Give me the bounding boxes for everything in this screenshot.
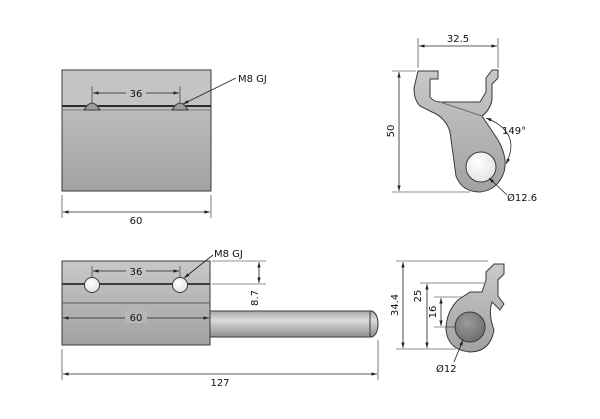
offset-label: 8.7 — [250, 290, 261, 306]
bracket-crease — [439, 101, 483, 117]
top-right-view: 32.5 50 149° Ø12.6 — [386, 34, 537, 204]
thread-leader — [182, 77, 237, 105]
bolt-hole-left — [84, 277, 100, 293]
block-width-label: 60 — [130, 313, 143, 324]
bottom-left-view: 36 M8 GJ 60 8.7 127 — [61, 249, 379, 389]
hole-label: Ø12.6 — [507, 192, 537, 204]
pin-tip — [369, 310, 379, 338]
bracket-height-label: 50 — [386, 125, 397, 138]
angle-label: 149° — [502, 126, 526, 137]
middle-label: 25 — [413, 290, 424, 303]
thread-leader-lower — [183, 254, 214, 279]
angle-arc — [485, 117, 512, 165]
pin-label: Ø12 — [436, 363, 457, 375]
hole-spacing-label: 36 — [130, 267, 143, 278]
top-left-view: 36 M8 GJ 60 — [61, 69, 267, 227]
bottom-right-view: 34.4 25 16 Ø12 — [390, 260, 505, 375]
thread-label-lower: M8 GJ — [214, 249, 243, 260]
inner-label: 16 — [428, 306, 439, 319]
bolt-hole-right — [172, 277, 188, 293]
label-backdrop — [125, 311, 147, 323]
pin-leader — [453, 339, 464, 363]
slot-left — [83, 102, 101, 111]
label-backdrop — [126, 265, 146, 277]
slot-spacing-label: 36 — [130, 89, 143, 100]
thread-label: M8 GJ — [238, 74, 267, 85]
side-height-label: 34.4 — [390, 294, 401, 316]
hole-leader — [488, 177, 508, 196]
width-label: 60 — [130, 216, 143, 227]
label-backdrop — [126, 86, 146, 98]
slot-right — [171, 102, 189, 111]
total-length-label: 127 — [210, 378, 229, 389]
side-pin-end — [454, 311, 486, 343]
bracket-width-label: 32.5 — [447, 34, 469, 45]
pin-shaft — [209, 310, 371, 338]
bracket-hole — [465, 151, 497, 183]
